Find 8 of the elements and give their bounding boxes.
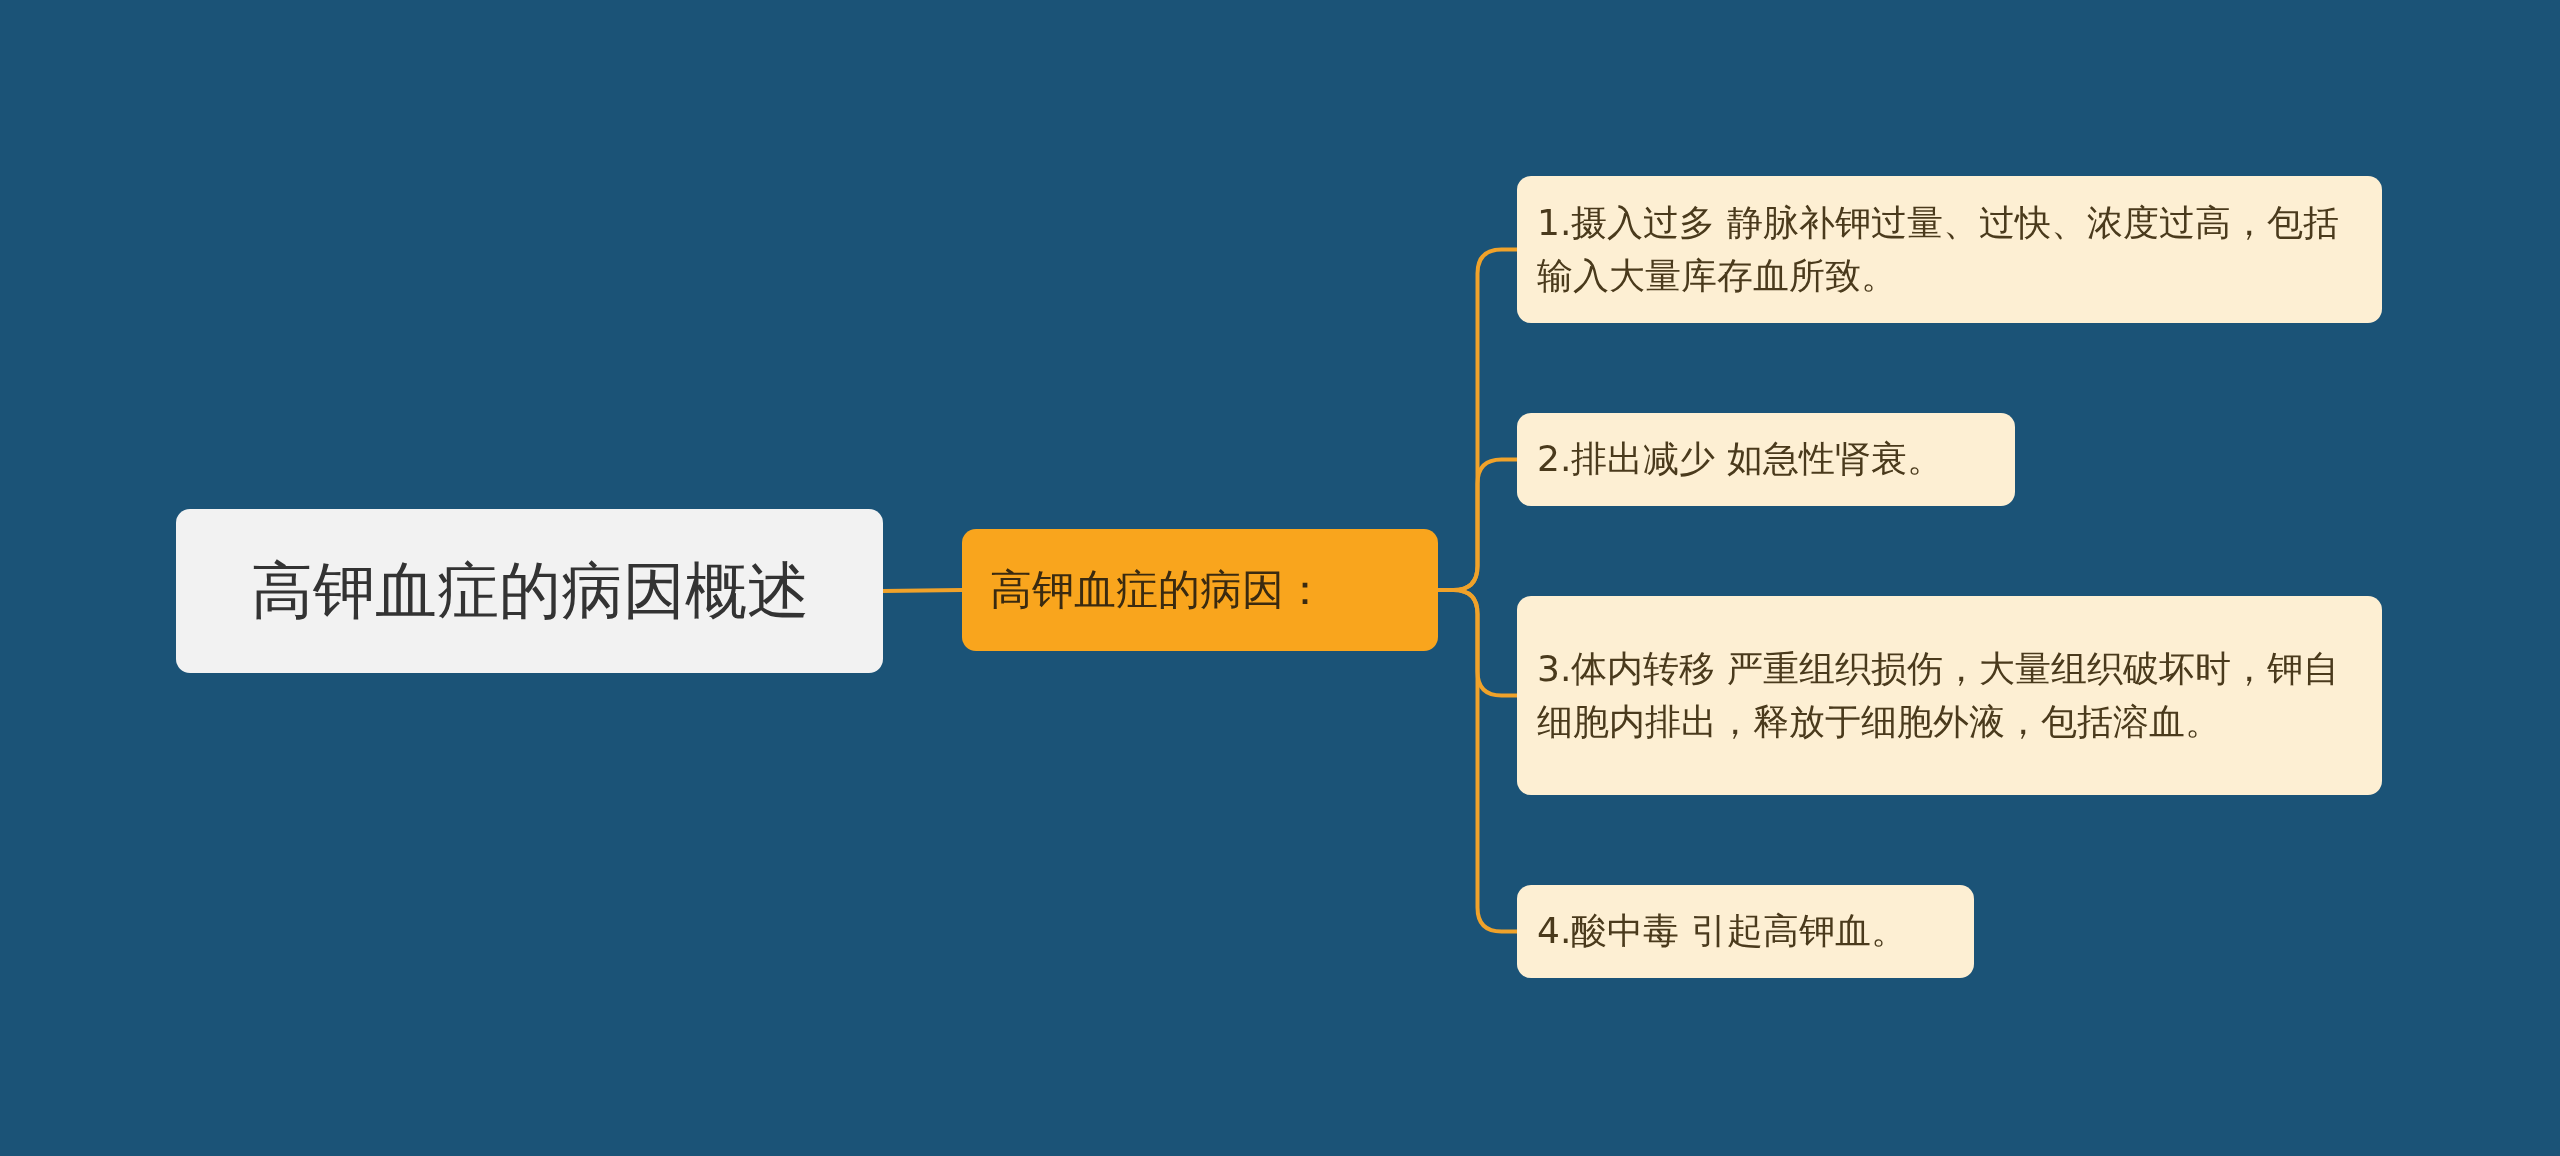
topic-box: 高钾血症的病因概述 bbox=[176, 509, 883, 673]
cause-box: 1.摄入过多 静脉补钾过量、过快、浓度过高，包括输入大量库存血所致。 bbox=[1517, 176, 2382, 323]
connector-line bbox=[882, 588, 963, 593]
cause-box: 4.酸中毒 引起高钾血。 bbox=[1517, 885, 1974, 978]
subtopic-box: 高钾血症的病因： bbox=[962, 529, 1438, 651]
cause-box: 2.排出减少 如急性肾衰。 bbox=[1517, 413, 2015, 506]
connector-line bbox=[1438, 588, 1517, 934]
cause-box: 3.体内转移 严重组织损伤，大量组织破坏时，钾自细胞内排出，释放于细胞外液，包括溶血。 bbox=[1517, 596, 2382, 795]
